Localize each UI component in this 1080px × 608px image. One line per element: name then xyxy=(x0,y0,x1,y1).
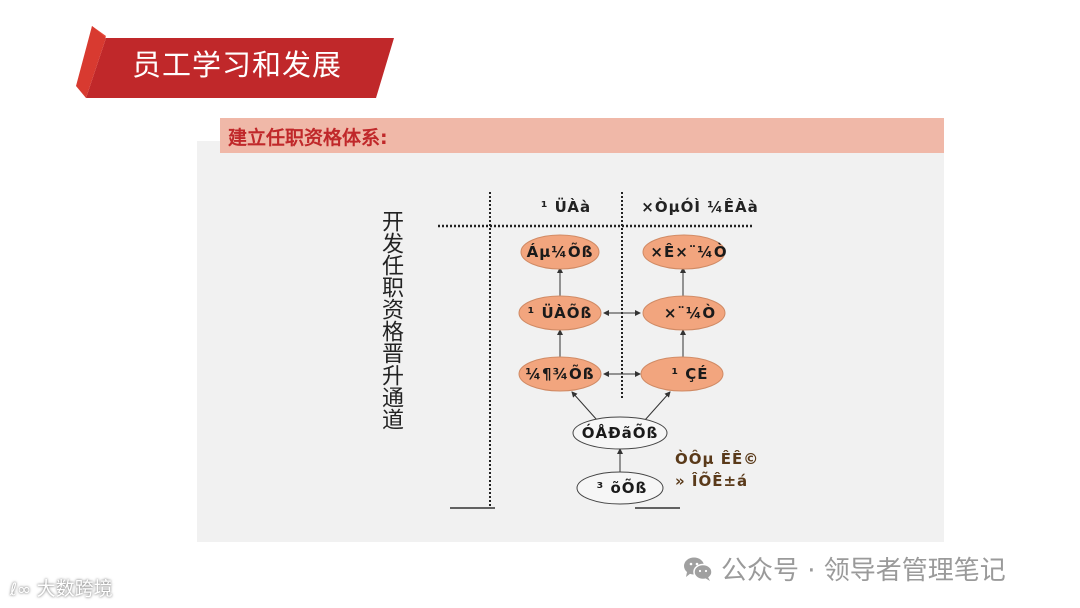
note-line: ÒÔµ ÊÊ© xyxy=(675,450,760,468)
node-label: ÓÅÐãÕß xyxy=(581,424,659,442)
diagram-note: ÒÔµ ÊÊ© » ÎÕÊ±á xyxy=(675,448,759,492)
title-banner: 员工学习和发展 xyxy=(76,26,394,98)
node-label: ×¨¼Ò xyxy=(663,304,717,322)
content-panel xyxy=(197,141,944,542)
brand-name: 大数跨境 xyxy=(36,578,113,600)
note-line: » ÎÕÊ±á xyxy=(675,472,749,490)
node-label: ¹ ÇÉ xyxy=(671,365,709,383)
node-label: ¹ ÜÀÕß xyxy=(527,304,593,322)
node-left-mid xyxy=(518,295,602,331)
node-entry xyxy=(576,471,664,505)
node-label: ³ õÕß xyxy=(596,479,648,497)
page-title: 员工学习和发展 xyxy=(132,48,343,82)
banner-shape xyxy=(76,26,394,98)
watermark-account: 公众号 · 领导者管理笔记 xyxy=(683,550,1006,587)
section-header: 建立任职资格体系: xyxy=(220,118,944,153)
watermark-brand: ℓ∞ 大数跨境 xyxy=(10,574,113,601)
column-header-professional: ×ÒµÓÌ ¼ÊÀà xyxy=(641,198,759,216)
node-right-mid xyxy=(642,295,726,331)
node-left-top xyxy=(520,234,600,270)
node-label: ×Ê×¨¼Ò xyxy=(650,243,728,261)
section-title: 建立任职资格体系: xyxy=(228,127,388,149)
node-outstanding xyxy=(572,416,668,450)
node-left-low xyxy=(518,356,602,392)
vertical-title: 开发任职资格晋升通道 xyxy=(378,210,403,430)
account-name: 公众号 · 领导者管理笔记 xyxy=(721,556,1006,586)
wechat-icon xyxy=(684,557,713,581)
node-right-top xyxy=(642,234,726,270)
node-label: Áµ¼Õß xyxy=(526,243,594,261)
node-label: ¼¶¾Õß xyxy=(525,365,595,383)
brand-logo-icon: ℓ∞ xyxy=(10,580,37,600)
node-right-low xyxy=(640,356,724,392)
column-header-management: ¹ ÜÀà xyxy=(540,198,592,216)
